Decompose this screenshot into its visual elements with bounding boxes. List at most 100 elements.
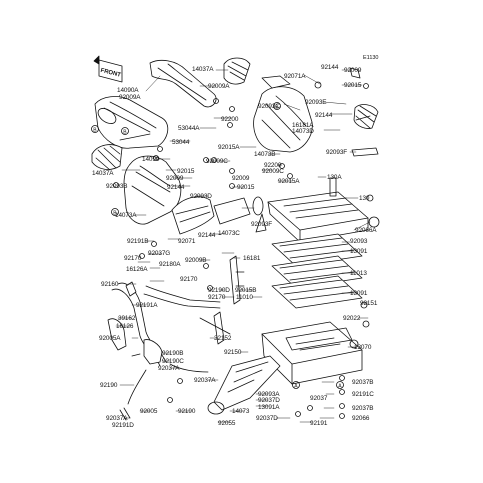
part-label: 92037G [148, 250, 171, 257]
part-label: 130 [359, 195, 370, 202]
part-label: 53044A [178, 125, 200, 132]
callout-b-1: B [93, 127, 97, 133]
part-label: 13091 [350, 290, 368, 297]
part-label: 92170 [208, 294, 226, 301]
callout-markers: B B B A A B [91, 102, 344, 389]
grille-left [91, 144, 123, 171]
part-label: 92093A [258, 391, 280, 398]
part-label: 14090A [117, 87, 139, 94]
part-label: 92037A [194, 377, 216, 384]
part-label: 14073 [232, 408, 250, 415]
part-label: 92015B [235, 287, 257, 294]
front-label: FRONT [100, 68, 122, 79]
front-direction-marker: FRONT [93, 55, 123, 83]
part-label: 92200 [221, 116, 239, 123]
grille-top [223, 57, 251, 85]
part-label: 92190B [162, 350, 184, 357]
part-label: 92071 [178, 238, 196, 245]
part-label: 14073B [254, 151, 276, 158]
part-label: 92093B [106, 183, 128, 190]
diagram-ref-code: E1130 [363, 55, 379, 61]
part-label: 92093E [305, 99, 327, 106]
part-label: 92093C [258, 103, 280, 110]
part-label: 32152 [214, 335, 232, 342]
part-label: 16181 [243, 255, 261, 262]
part-label: 14073D [292, 128, 314, 135]
part-label: 14037A [192, 66, 214, 73]
part-label: 92066A [355, 227, 377, 234]
part-label: 92190 [100, 382, 118, 389]
callout-a-2: A [338, 383, 342, 389]
part-label: 92170 [180, 276, 198, 283]
part-label: 11013 [350, 270, 367, 277]
part-label: 92037D [258, 397, 280, 404]
part-label: 14073C [218, 230, 240, 237]
part-label: 92009A [119, 94, 141, 101]
part-label: 92015 [344, 82, 362, 89]
part-label: 92200 [264, 162, 282, 169]
part-label: 92009B [185, 257, 207, 264]
part-label: 92190D [208, 287, 230, 294]
part-label: 92009 [344, 67, 362, 74]
part-label: 92015A [218, 144, 240, 151]
part-label: 92037A [106, 415, 128, 422]
breather-hose-left [107, 282, 209, 421]
grille-top-right [353, 104, 379, 129]
part-label: 92151 [360, 300, 378, 307]
callout-a-1: A [294, 383, 298, 389]
part-label: 53044 [172, 139, 190, 146]
part-label: 16126A [126, 266, 148, 273]
intake-duct-upper-left [149, 59, 217, 108]
part-label: 92144 [315, 112, 333, 119]
air-box-cover [267, 191, 369, 243]
part-label: 92037B [352, 379, 374, 386]
part-label: 92037B [352, 405, 374, 412]
part-label: 16181A [292, 122, 314, 129]
air-box-lower-case [261, 321, 363, 385]
part-label: 92191 [310, 420, 328, 427]
part-label: 92191C [352, 391, 374, 398]
callout-b-4: B [123, 129, 127, 135]
part-label: 92009 [166, 175, 184, 182]
part-label: 92037 [310, 395, 328, 402]
part-label: 92022 [343, 315, 361, 322]
part-label: 92071A [284, 73, 306, 80]
part-label: 92037A [158, 365, 180, 372]
connector-tube [171, 196, 264, 235]
part-label: 11010 [236, 294, 253, 301]
part-label: 92037D [256, 415, 278, 422]
part-label: 92015 [177, 168, 195, 175]
part-label: 130A [327, 174, 342, 181]
part-label: 92005 [140, 408, 158, 415]
part-label: 92009C [262, 168, 284, 175]
part-label: 92144 [167, 184, 185, 191]
part-label: 92015A [278, 178, 300, 185]
air-filter-element-lower [271, 275, 363, 309]
part-label: 92191A [136, 302, 158, 309]
part-label: 92190C [162, 358, 184, 365]
part-label: 92170 [124, 255, 142, 262]
breather-hose-right [125, 281, 221, 309]
part-label: 14090 [142, 156, 160, 163]
part-label: 92005A [99, 335, 121, 342]
intake-duct-left [94, 96, 169, 149]
intake-duct-upper-right [253, 75, 313, 153]
part-label: 14037A [92, 170, 114, 177]
part-label: 92160 [101, 281, 119, 288]
callout-b-3: B [275, 104, 279, 110]
intake-pipe-lower [207, 355, 281, 415]
part-label: 92055 [218, 420, 236, 427]
part-label: 92144 [321, 64, 339, 71]
part-label: 92009C [206, 158, 228, 165]
part-label: 92144 [198, 232, 216, 239]
part-label: 39162 [118, 315, 136, 322]
leader-lines [115, 69, 371, 423]
part-label: 92066 [352, 415, 370, 422]
part-label: 92093F [251, 221, 273, 228]
part-label: 16126 [116, 323, 134, 330]
fasteners [113, 67, 380, 419]
part-label: 92093D [190, 193, 212, 200]
part-label: 13091A [258, 404, 280, 411]
part-label: 92015 [237, 184, 255, 191]
